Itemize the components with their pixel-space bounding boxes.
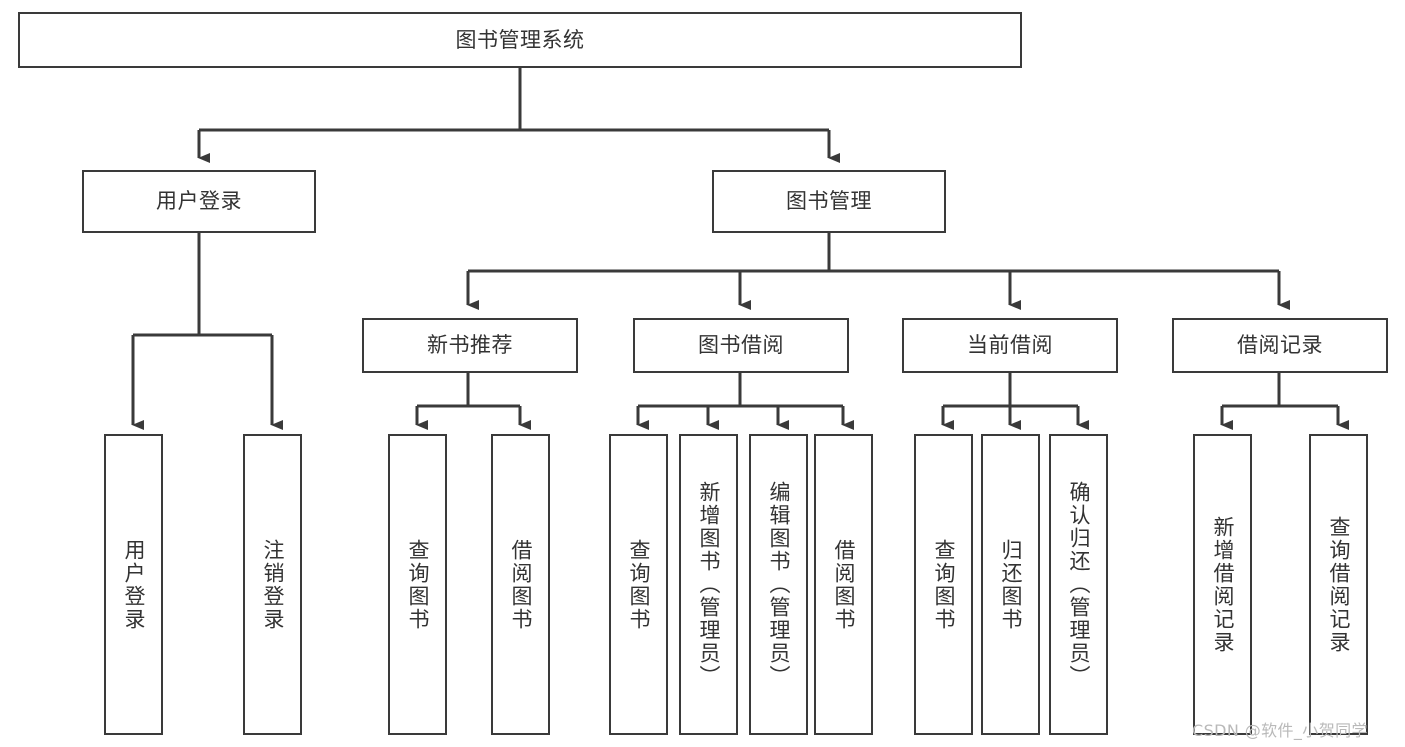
- leaf-label: 查询图书: [932, 538, 956, 631]
- leaf-current-confirm-return-admin[interactable]: 确认归还（管理员）: [1049, 434, 1108, 735]
- leaf-borrow-add-book-admin[interactable]: 新增图书（管理员）: [679, 434, 738, 735]
- node-borrowing-record[interactable]: 借阅记录: [1172, 318, 1388, 373]
- leaf-borrow-borrow-book[interactable]: 借阅图书: [814, 434, 873, 735]
- leaf-new-book-borrow-book[interactable]: 借阅图书: [491, 434, 550, 735]
- csdn-watermark: CSDN @软件_小贺同学: [1192, 721, 1368, 740]
- leaf-new-book-query-book[interactable]: 查询图书: [388, 434, 447, 735]
- node-book-borrowing[interactable]: 图书借阅: [633, 318, 849, 373]
- node-root[interactable]: 图书管理系统: [18, 12, 1022, 68]
- leaf-label: 确认归还（管理员）: [1067, 481, 1091, 688]
- leaf-label: 新增借阅记录: [1211, 515, 1235, 654]
- leaf-borrow-query-book[interactable]: 查询图书: [609, 434, 668, 735]
- leaf-user-login-logout[interactable]: 注销登录: [243, 434, 302, 735]
- leaf-label: 借阅图书: [832, 538, 856, 631]
- leaf-current-query-book[interactable]: 查询图书: [914, 434, 973, 735]
- leaf-label: 借阅图书: [509, 538, 533, 631]
- leaf-label: 查询借阅记录: [1327, 515, 1351, 654]
- node-user-login-label: 用户登录: [156, 189, 242, 214]
- node-book-borrowing-label: 图书借阅: [698, 333, 784, 358]
- leaf-label: 归还图书: [999, 538, 1023, 631]
- node-borrowing-record-label: 借阅记录: [1237, 333, 1323, 358]
- leaf-label: 新增图书（管理员）: [697, 481, 721, 688]
- leaf-label: 查询图书: [406, 538, 430, 631]
- node-user-login[interactable]: 用户登录: [82, 170, 316, 233]
- node-root-label: 图书管理系统: [455, 27, 585, 52]
- leaf-label: 查询图书: [627, 538, 651, 631]
- node-current-borrowing-label: 当前借阅: [967, 333, 1053, 358]
- leaf-label: 用户登录: [122, 538, 146, 631]
- leaf-record-query-record[interactable]: 查询借阅记录: [1309, 434, 1368, 735]
- leaf-current-return-book[interactable]: 归还图书: [981, 434, 1040, 735]
- leaf-record-add-record[interactable]: 新增借阅记录: [1193, 434, 1252, 735]
- node-book-management[interactable]: 图书管理: [712, 170, 946, 233]
- leaf-borrow-edit-book-admin[interactable]: 编辑图书（管理员）: [749, 434, 808, 735]
- node-new-book-recommendation[interactable]: 新书推荐: [362, 318, 578, 373]
- node-book-management-label: 图书管理: [786, 189, 872, 214]
- leaf-user-login-login[interactable]: 用户登录: [104, 434, 163, 735]
- node-current-borrowing[interactable]: 当前借阅: [902, 318, 1118, 373]
- node-new-book-recommendation-label: 新书推荐: [427, 333, 513, 358]
- leaf-label: 编辑图书（管理员）: [767, 481, 791, 688]
- leaf-label: 注销登录: [261, 538, 285, 631]
